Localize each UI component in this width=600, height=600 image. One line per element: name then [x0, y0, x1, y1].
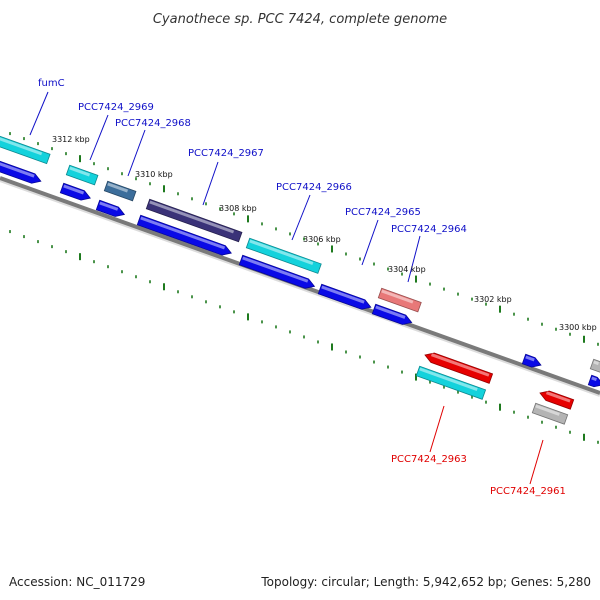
map-title: Cyanothece sp. PCC 7424, complete genome: [153, 12, 447, 27]
steel-feature[interactable]: [103, 180, 137, 202]
genome-summary-text: Topology: circular; Length: 5,942,652 bp…: [260, 575, 591, 589]
label-leader-line: [407, 235, 421, 283]
cyan-feature[interactable]: [0, 132, 51, 165]
label-leader-line: [429, 405, 445, 453]
gene-label-fumC[interactable]: fumC: [38, 78, 65, 89]
cds-feature[interactable]: [238, 254, 316, 291]
gene-label-pcc7424-2961[interactable]: PCC7424_2961: [490, 486, 566, 497]
accession-text: Accession: NC_011729: [9, 575, 145, 589]
red-feature[interactable]: [423, 350, 494, 384]
red-feature[interactable]: [538, 388, 575, 410]
gene-label-pcc7424-2966[interactable]: PCC7424_2966: [276, 182, 352, 193]
cds-feature[interactable]: [95, 199, 126, 219]
label-leaders: [29, 91, 544, 485]
label-leader-line: [529, 439, 544, 485]
kbp-label: 3300 kbp: [559, 323, 597, 332]
kbp-label: 3312 kbp: [52, 135, 90, 144]
label-leader-line: [361, 219, 379, 266]
gene-label-pcc7424-2969[interactable]: PCC7424_2969: [78, 102, 154, 113]
cds-feature[interactable]: [521, 353, 542, 369]
kbp-label: 3310 kbp: [135, 170, 173, 179]
grey-feature[interactable]: [531, 402, 569, 425]
cds-feature[interactable]: [587, 374, 600, 389]
navy-feature[interactable]: [145, 198, 243, 243]
cds-feature[interactable]: [0, 157, 43, 186]
kbp-label: 3302 kbp: [474, 295, 512, 304]
label-leader-line: [89, 114, 109, 161]
cyan-feature[interactable]: [65, 164, 99, 186]
kbp-label: 3306 kbp: [303, 235, 341, 244]
label-leader-line: [291, 194, 311, 241]
cds-feature[interactable]: [317, 283, 372, 312]
cds-feature[interactable]: [371, 303, 413, 327]
gene-label-pcc7424-2964[interactable]: PCC7424_2964: [391, 224, 467, 235]
pink-feature[interactable]: [377, 287, 422, 313]
grey-feature[interactable]: [589, 358, 600, 374]
kbp-label: 3304 kbp: [388, 265, 426, 274]
gene-label-pcc7424-2965[interactable]: PCC7424_2965: [345, 207, 421, 218]
cds-feature[interactable]: [59, 182, 92, 203]
gene-label-pcc7424-2963[interactable]: PCC7424_2963: [391, 454, 467, 465]
tick-marks: [9, 132, 599, 444]
cyan-feature[interactable]: [415, 365, 487, 400]
kbp-label: 3308 kbp: [219, 204, 257, 213]
label-leader-line: [202, 161, 219, 206]
gene-label-pcc7424-2967[interactable]: PCC7424_2967: [188, 148, 264, 159]
cyan-feature[interactable]: [245, 237, 322, 274]
label-leader-line: [127, 129, 146, 177]
gene-label-pcc7424-2968[interactable]: PCC7424_2968: [115, 118, 191, 129]
cds-feature[interactable]: [136, 214, 233, 257]
gene-features: [0, 132, 600, 425]
label-leader-line: [29, 91, 49, 136]
